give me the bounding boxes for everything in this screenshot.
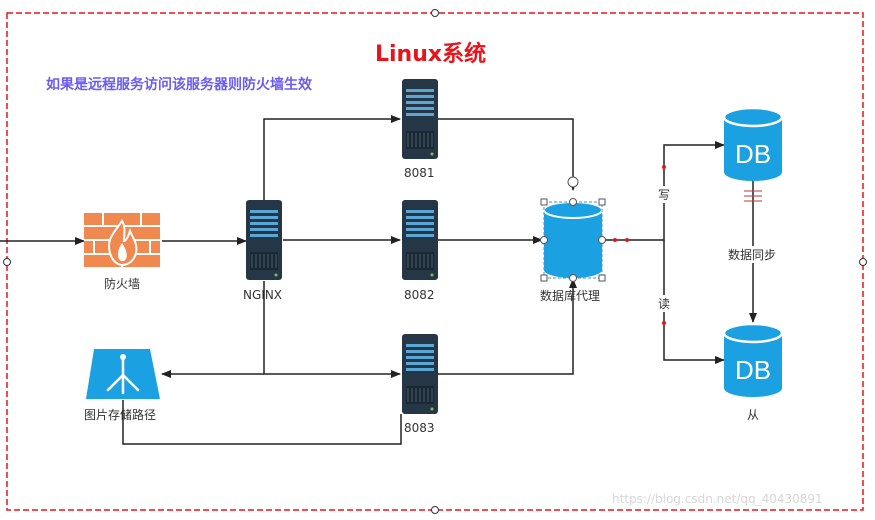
db-slave-label: 从	[747, 408, 760, 422]
server-8082-label: 8082	[404, 288, 435, 302]
firewall-label: 防火墙	[104, 277, 141, 291]
server-8081-label: 8081	[404, 166, 435, 180]
image-storage-label: 图片存储路径	[84, 408, 157, 422]
sync-markers	[744, 190, 762, 202]
db-slave-text: DB	[735, 355, 771, 385]
db-slave-icon[interactable]: DB	[722, 322, 784, 397]
server-8082-icon[interactable]	[401, 199, 439, 281]
image-storage-icon[interactable]	[86, 349, 160, 399]
edge-8083-proxy	[438, 278, 577, 375]
db-master-icon[interactable]: DB	[722, 106, 784, 181]
edge-write-label: 写	[658, 186, 671, 203]
server-8081-icon[interactable]	[401, 78, 439, 160]
watermark: https://blog.csdn.net/qq_40430891	[612, 492, 823, 506]
edge-read-label: 读	[658, 295, 671, 312]
firewall-note: 如果是远程服务访问该服务器则防火墙生效	[46, 77, 312, 93]
edge-nginx-8083	[263, 281, 401, 378]
server-8083-icon[interactable]	[401, 333, 439, 415]
firewall-icon[interactable]	[84, 213, 160, 267]
db-proxy-label: 数据库代理	[540, 289, 601, 303]
edge-sync-label: 数据同步	[728, 246, 777, 263]
server-8083-label: 8083	[404, 421, 435, 435]
db-master-text: DB	[735, 139, 771, 169]
nginx-label: NGINX	[243, 288, 283, 302]
edge-8081-proxy	[438, 118, 577, 191]
edge-proxy-slave-read	[663, 240, 725, 364]
edge-dots	[613, 165, 666, 325]
db-proxy-icon[interactable]	[540, 176, 606, 282]
diagram-title: Linux系统	[375, 42, 487, 67]
nginx-server-icon[interactable]	[245, 199, 283, 281]
edge-8083-storage	[122, 400, 402, 445]
edge-nginx-8081	[263, 115, 401, 201]
frame-handles	[3, 9, 867, 514]
